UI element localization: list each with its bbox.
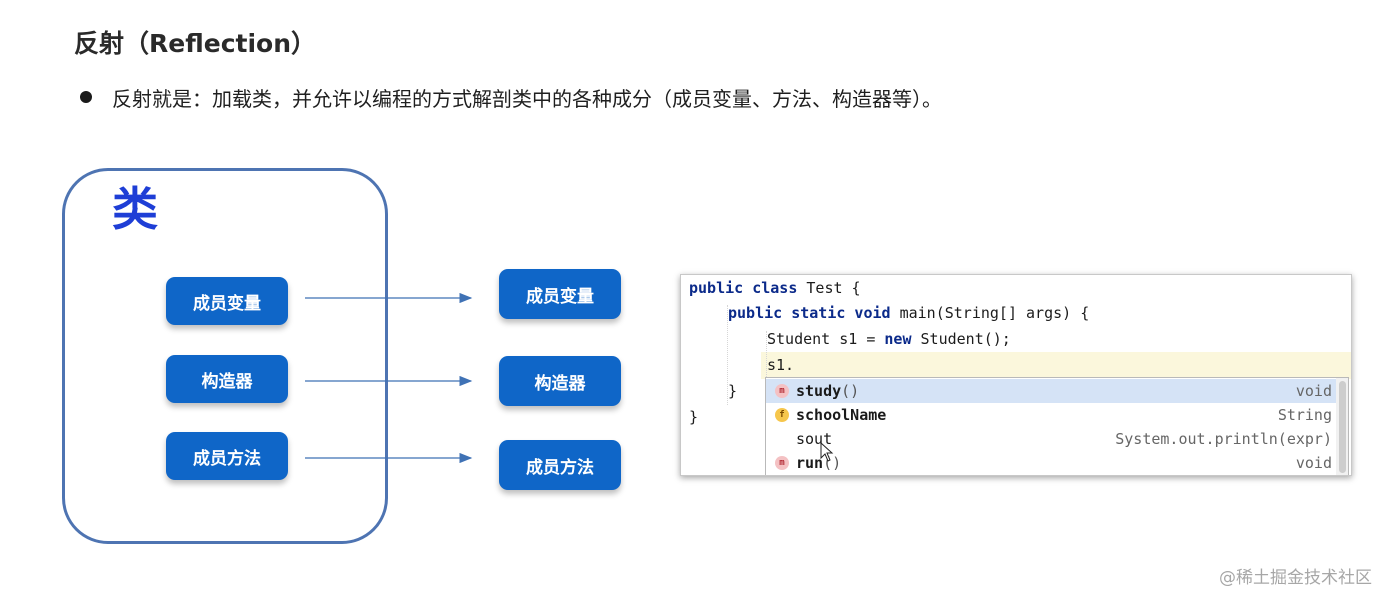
class-container bbox=[62, 168, 388, 544]
suggestion-type: void bbox=[1295, 382, 1332, 400]
code-line-2: public static void main(String[] args) { bbox=[728, 304, 1090, 322]
code-line-1: public class Test { bbox=[689, 279, 861, 297]
suggestion-name: study() bbox=[796, 382, 860, 400]
page-title: 反射（Reflection） bbox=[74, 29, 317, 58]
right-member-method: 成员方法 bbox=[499, 440, 621, 490]
current-line-highlight bbox=[761, 352, 1351, 379]
suggestion-name: schoolName bbox=[796, 406, 887, 424]
field-icon: f bbox=[775, 408, 789, 422]
suggestion-type: System.out.println(expr) bbox=[1115, 430, 1332, 448]
scroll-thumb[interactable] bbox=[1339, 381, 1346, 473]
method-icon: m bbox=[775, 384, 789, 398]
suggestion-sout[interactable]: sout System.out.println(expr) bbox=[766, 427, 1336, 451]
indent-guide bbox=[766, 331, 767, 381]
suggestion-type: String bbox=[1277, 406, 1332, 424]
suggestion-schoolname[interactable]: f schoolName String bbox=[766, 403, 1336, 427]
suggestion-run[interactable]: m run() void bbox=[766, 451, 1336, 475]
code-line-3: Student s1 = new Student(); bbox=[767, 330, 1011, 348]
popup-scrollbar[interactable] bbox=[1336, 378, 1348, 475]
suggestion-name: run() bbox=[796, 454, 842, 472]
left-constructor: 构造器 bbox=[166, 355, 288, 403]
suggestion-study[interactable]: m study() void bbox=[766, 379, 1336, 403]
definition-bullet: 反射就是：加载类，并允许以编程的方式解剖类中的各种成分（成员变量、方法、构造器等… bbox=[80, 82, 942, 112]
code-line-5: } bbox=[728, 382, 738, 400]
method-icon: m bbox=[775, 456, 789, 470]
left-member-method: 成员方法 bbox=[166, 432, 288, 480]
code-editor-screenshot: public class Test { public static void m… bbox=[680, 274, 1352, 476]
code-line-4[interactable]: s1. bbox=[767, 356, 795, 374]
code-line-6: } bbox=[689, 408, 699, 426]
bullet-dot-icon bbox=[80, 91, 92, 103]
indent-guide bbox=[727, 305, 728, 405]
definition-text: 反射就是：加载类，并允许以编程的方式解剖类中的各种成分（成员变量、方法、构造器等… bbox=[112, 86, 942, 111]
suggestion-name: sout bbox=[796, 430, 833, 448]
mouse-cursor-icon bbox=[820, 442, 834, 462]
left-member-variable: 成员变量 bbox=[166, 277, 288, 325]
suggestion-type: void bbox=[1295, 454, 1332, 472]
autocomplete-popup: m study() void f schoolName String sout … bbox=[765, 377, 1349, 475]
watermark: @稀土掘金技术社区 bbox=[1219, 568, 1372, 588]
right-constructor: 构造器 bbox=[499, 356, 621, 406]
class-label: 类 bbox=[112, 182, 158, 236]
right-member-variable: 成员变量 bbox=[499, 269, 621, 319]
